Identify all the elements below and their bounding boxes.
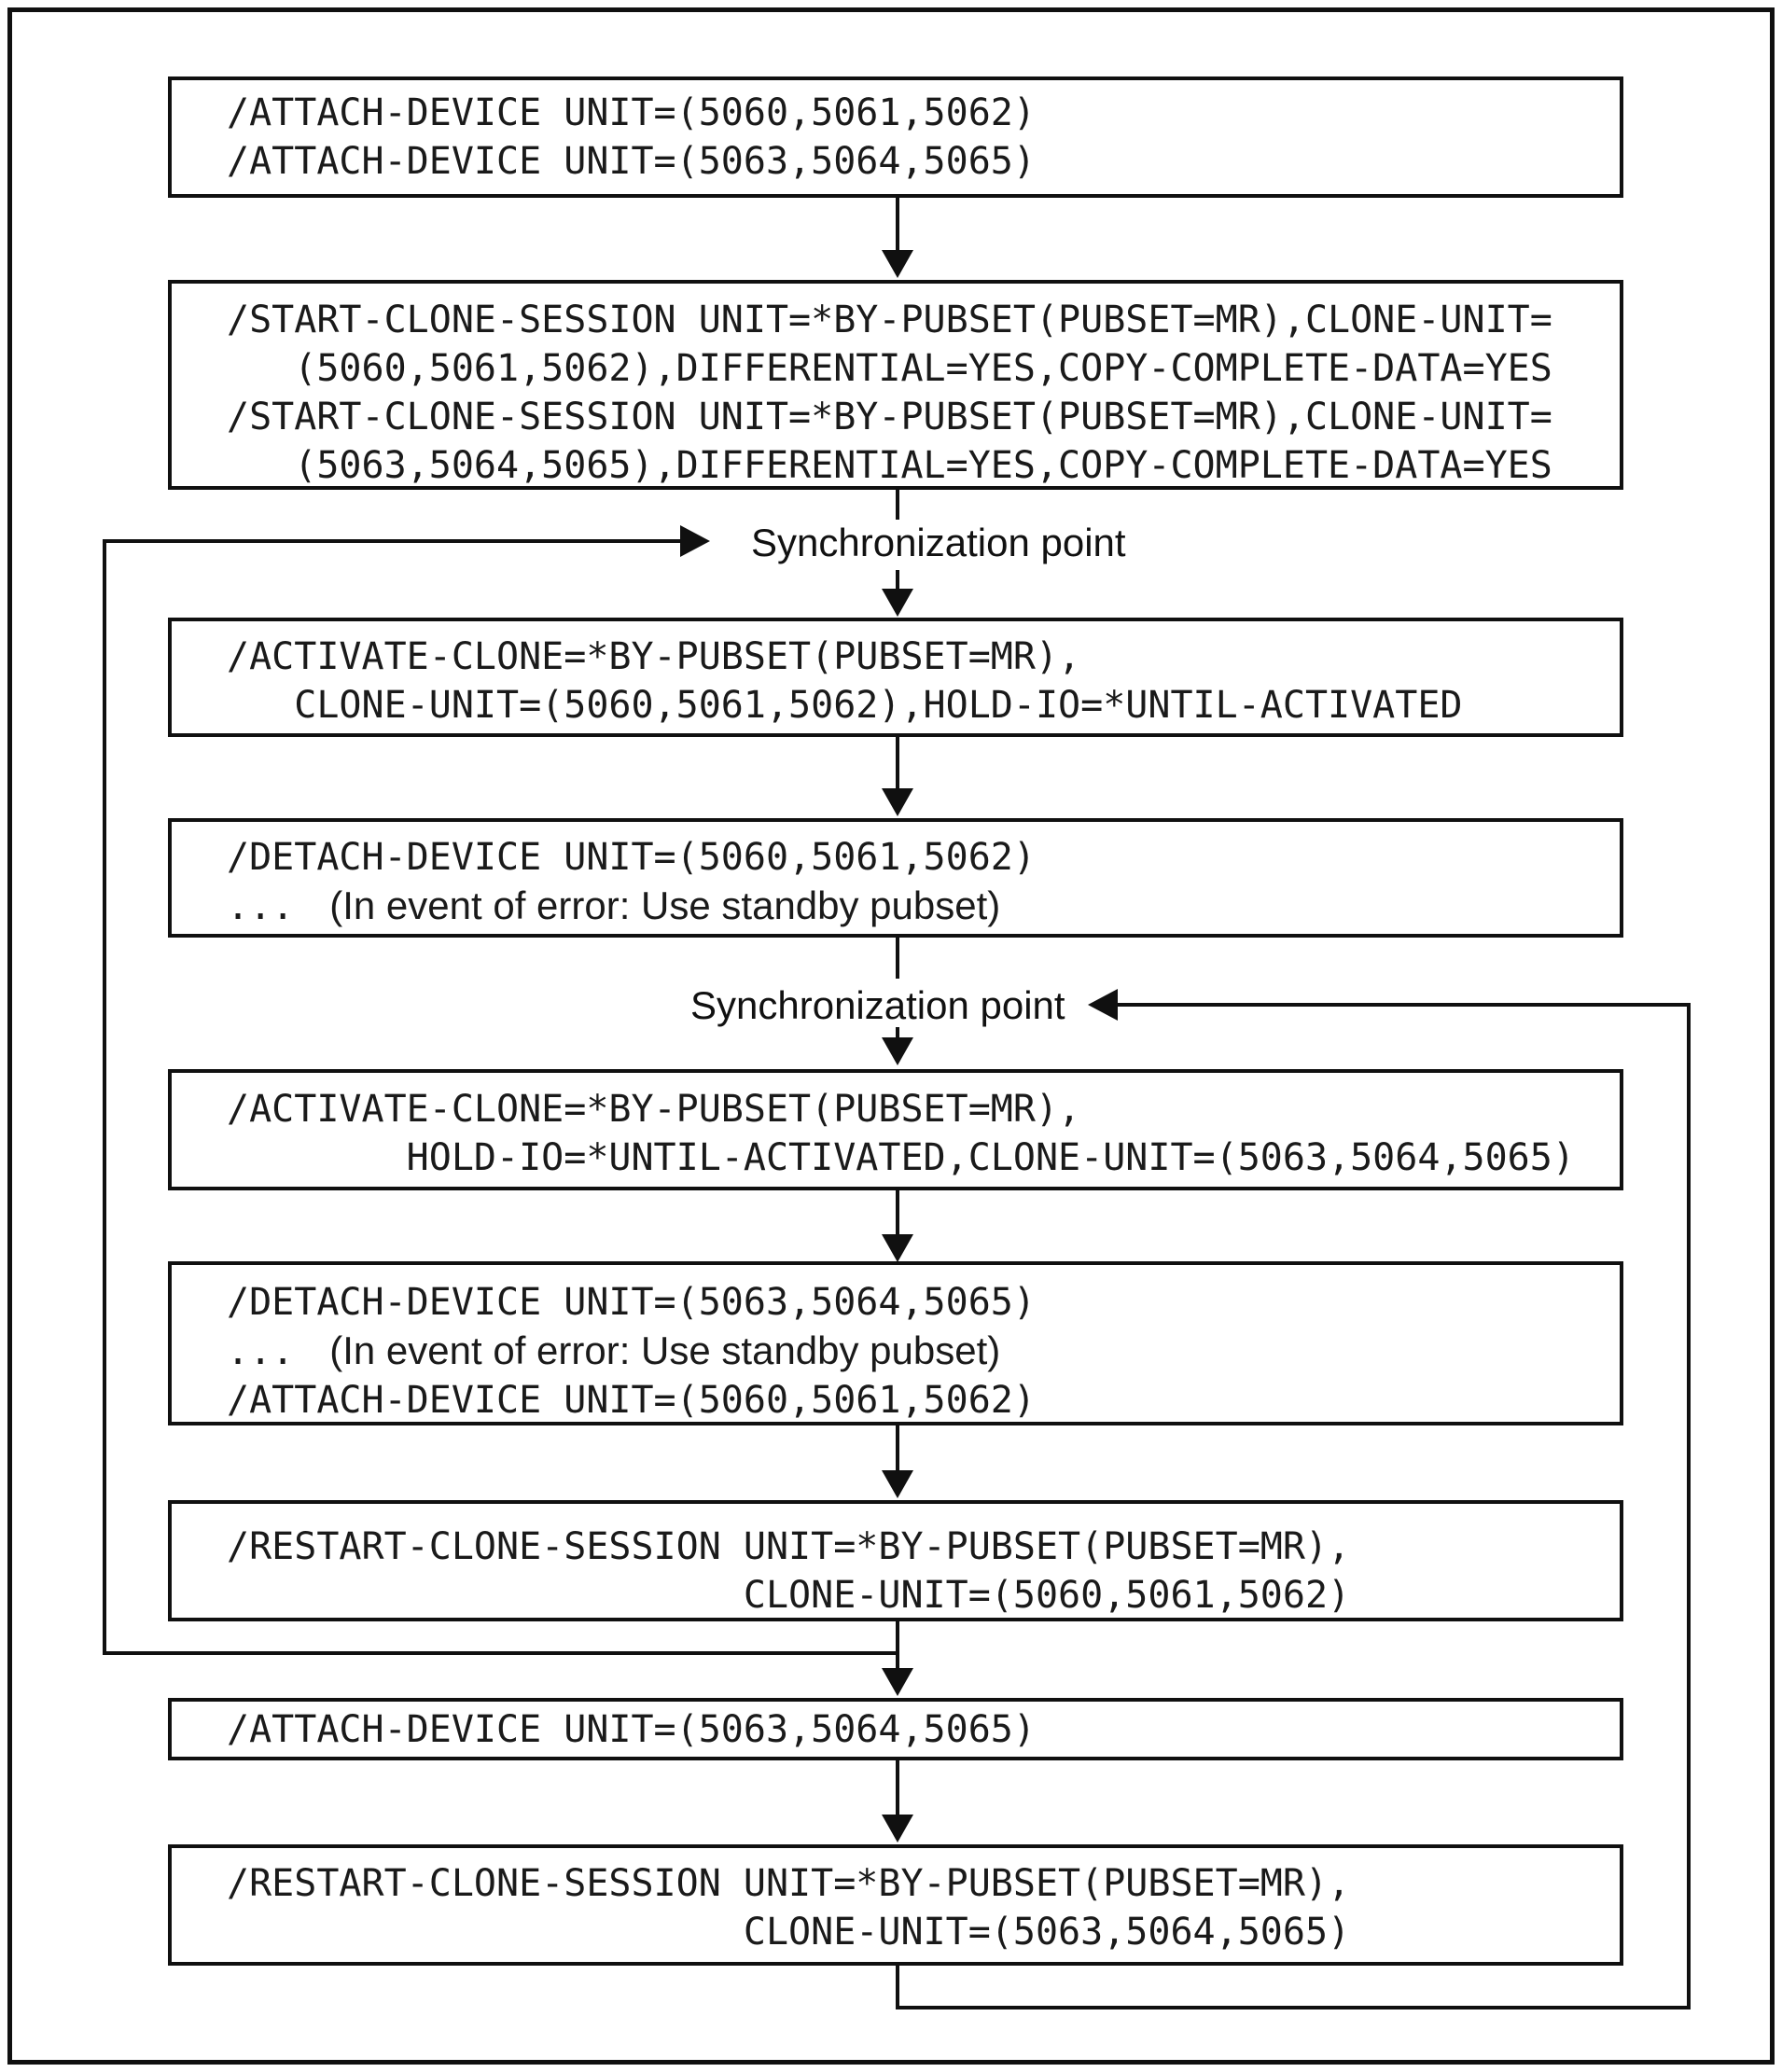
- arrowhead-into-box8: [882, 1668, 913, 1696]
- diagram-border: [7, 7, 1775, 2065]
- command-line: /DETACH-DEVICE UNIT=(5060,5061,5062): [227, 836, 1036, 879]
- arrowhead-into-box2: [882, 250, 913, 278]
- command-line: /DETACH-DEVICE UNIT=(5063,5064,5065): [227, 1281, 1036, 1324]
- command-line: /ATTACH-DEVICE UNIT=(5060,5061,5062): [227, 91, 1036, 134]
- ellipsis: ...: [227, 885, 295, 928]
- box-detach-device-second: /DETACH-DEVICE UNIT=(5063,5064,5065) ...…: [168, 1261, 1623, 1425]
- command-line: /RESTART-CLONE-SESSION UNIT=*BY-PUBSET(P…: [227, 1525, 1351, 1568]
- arrowhead-into-box3: [882, 589, 913, 617]
- arrowhead-into-sync1: [680, 525, 710, 557]
- sync-point-2-label: Synchronization point: [690, 983, 1065, 1027]
- arrowhead-into-sync2: [1088, 989, 1118, 1021]
- box-restart-clone-session-first: /RESTART-CLONE-SESSION UNIT=*BY-PUBSET(P…: [168, 1500, 1623, 1621]
- error-note: (In event of error: Use standby pubset): [329, 883, 1001, 927]
- command-line: CLONE-UNIT=(5063,5064,5065): [227, 1911, 1351, 1954]
- right-feedback-loop: [896, 1003, 1691, 2009]
- command-line: /ATTACH-DEVICE UNIT=(5060,5061,5062): [227, 1379, 1036, 1422]
- error-note-line: ... (In event of error: Use standby pubse…: [172, 882, 1620, 931]
- command-line: /START-CLONE-SESSION UNIT=*BY-PUBSET(PUB…: [227, 396, 1552, 438]
- arrowhead-into-box9: [882, 1815, 913, 1843]
- box-attach-device-standby: /ATTACH-DEVICE UNIT=(5063,5064,5065): [168, 1698, 1623, 1760]
- error-note-line: ... (In event of error: Use standby pubse…: [172, 1327, 1620, 1376]
- command-line: (5060,5061,5062),DIFFERENTIAL=YES,COPY-C…: [227, 347, 1552, 390]
- left-feedback-loop: [103, 539, 898, 1655]
- box-attach-device-initial: /ATTACH-DEVICE UNIT=(5060,5061,5062) /AT…: [168, 76, 1623, 198]
- arrowhead-into-box6: [882, 1234, 913, 1262]
- sync-point-1-label: Synchronization point: [751, 521, 1126, 564]
- arrowhead-into-box5: [882, 1037, 913, 1065]
- command-line: /RESTART-CLONE-SESSION UNIT=*BY-PUBSET(P…: [227, 1862, 1351, 1905]
- arrowhead-into-box7: [882, 1470, 913, 1498]
- error-note: (In event of error: Use standby pubset): [329, 1328, 1001, 1372]
- box-activate-clone-first: /ACTIVATE-CLONE=*BY-PUBSET(PUBSET=MR), C…: [168, 618, 1623, 737]
- box-restart-clone-session-second: /RESTART-CLONE-SESSION UNIT=*BY-PUBSET(P…: [168, 1844, 1623, 1966]
- command-line: /ATTACH-DEVICE UNIT=(5063,5064,5065): [227, 1708, 1036, 1751]
- command-line: HOLD-IO=*UNTIL-ACTIVATED,CLONE-UNIT=(506…: [227, 1136, 1575, 1179]
- box-activate-clone-second: /ACTIVATE-CLONE=*BY-PUBSET(PUBSET=MR), H…: [168, 1069, 1623, 1190]
- command-line: CLONE-UNIT=(5060,5061,5062): [227, 1574, 1351, 1617]
- command-line: /ATTACH-DEVICE UNIT=(5063,5064,5065): [227, 140, 1036, 183]
- command-line: (5063,5064,5065),DIFFERENTIAL=YES,COPY-C…: [227, 444, 1552, 487]
- command-line: CLONE-UNIT=(5060,5061,5062),HOLD-IO=*UNT…: [227, 684, 1463, 727]
- ellipsis: ...: [227, 1330, 295, 1373]
- command-line: /ACTIVATE-CLONE=*BY-PUBSET(PUBSET=MR),: [227, 1088, 1081, 1131]
- command-line: /START-CLONE-SESSION UNIT=*BY-PUBSET(PUB…: [227, 299, 1552, 341]
- box-start-clone-session: /START-CLONE-SESSION UNIT=*BY-PUBSET(PUB…: [168, 280, 1623, 490]
- arrowhead-into-box4: [882, 788, 913, 816]
- box-detach-device-first: /DETACH-DEVICE UNIT=(5060,5061,5062) ...…: [168, 818, 1623, 938]
- command-line: /ACTIVATE-CLONE=*BY-PUBSET(PUBSET=MR),: [227, 635, 1081, 678]
